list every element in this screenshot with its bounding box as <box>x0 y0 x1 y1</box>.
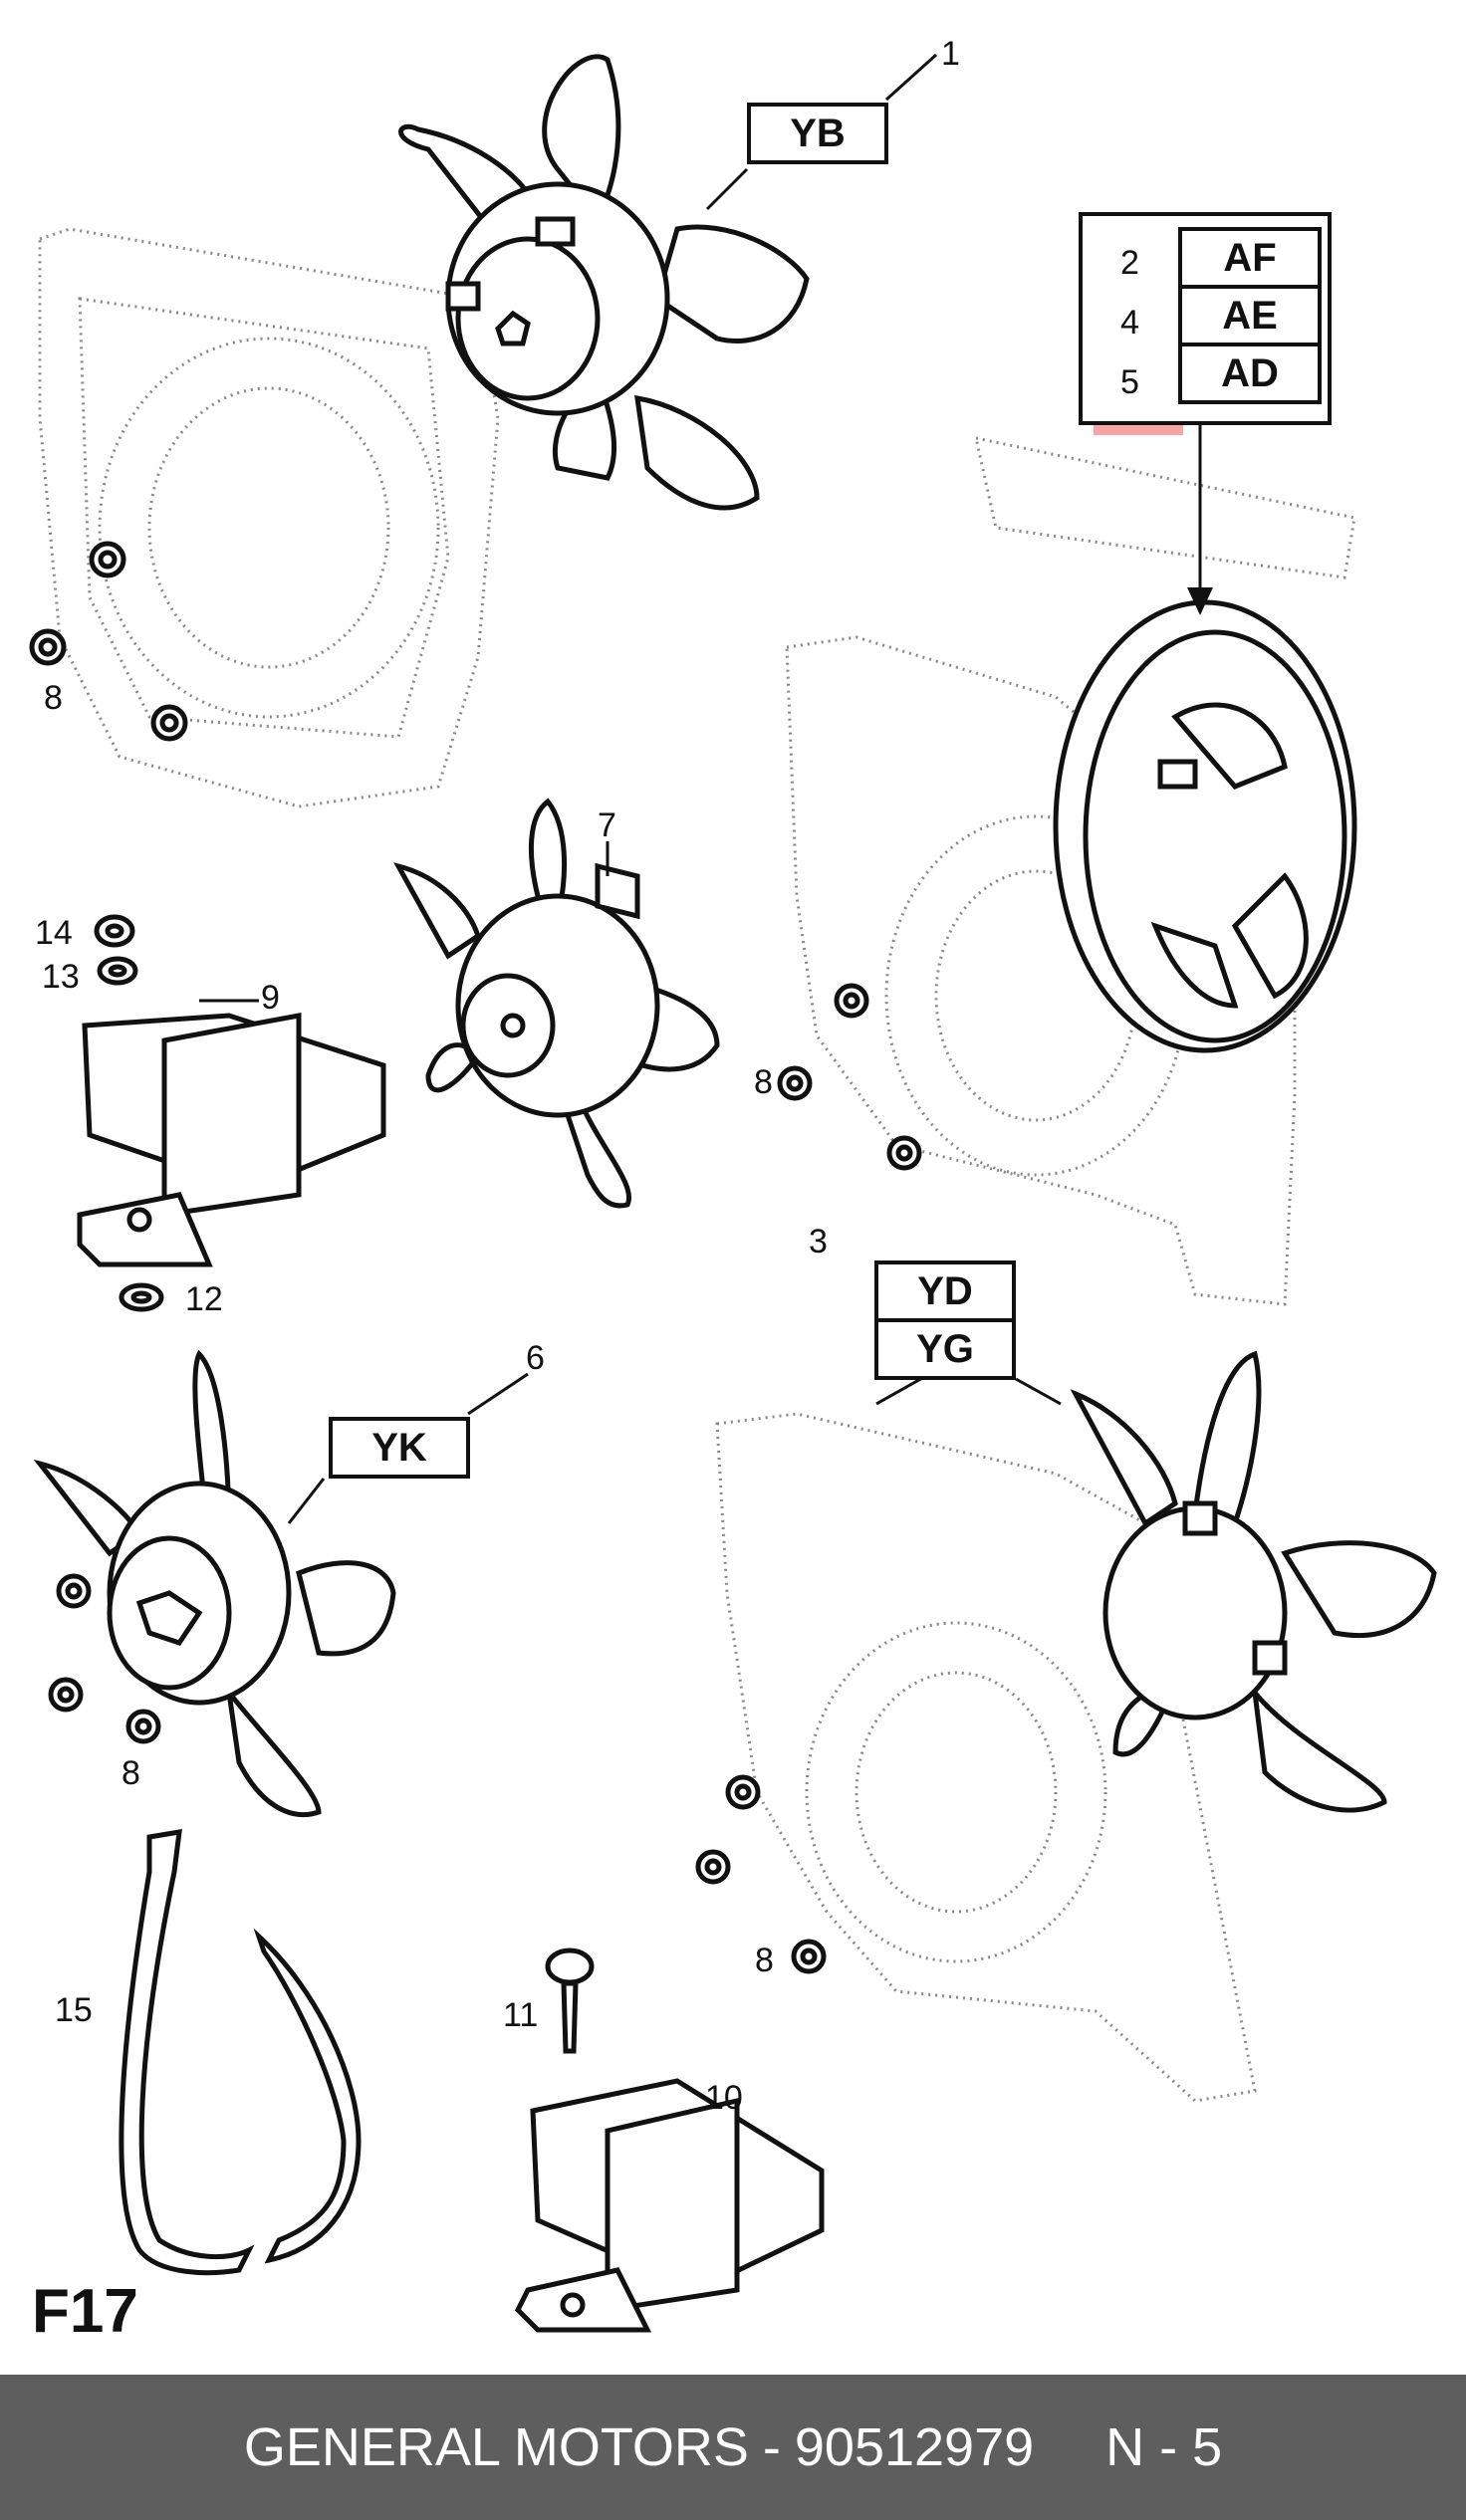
code-ae: AE <box>1222 294 1278 338</box>
callout-1: 1 <box>941 35 960 73</box>
callout-8b: 8 <box>754 1063 773 1101</box>
callout-4: 4 <box>1120 304 1139 342</box>
callout-3: 3 <box>809 1223 828 1260</box>
callout-7: 7 <box>598 806 616 844</box>
code-yd: YD <box>917 1269 973 1313</box>
code-yk: YK <box>371 1426 427 1470</box>
washer-12 <box>119 1282 164 1312</box>
footer-part-number: 90512979 <box>794 2417 1035 2477</box>
code-box-yd-yg: YD YG <box>874 1260 1016 1380</box>
callout-2: 2 <box>1120 244 1139 282</box>
code-box-yb: YB <box>747 103 888 164</box>
callout-10: 10 <box>705 2079 743 2117</box>
callout-5: 5 <box>1120 363 1139 401</box>
footer-bar: GENERAL MOTORS - 90512979 N - 5 <box>0 2375 1466 2520</box>
footer-brand: GENERAL MOTORS <box>243 2417 749 2477</box>
callout-13: 13 <box>42 958 80 996</box>
callout-numbers: 1 2 4 5 8 7 14 13 9 8 3 12 6 8 8 11 15 1… <box>35 35 1139 2117</box>
nut-14 <box>94 914 135 948</box>
callout-12: 12 <box>185 1280 223 1318</box>
callout-15: 15 <box>55 1991 93 2029</box>
cable-tie-15 <box>119 1828 362 2276</box>
callout-8d: 8 <box>755 1942 774 1979</box>
fan-assembly-3 <box>1070 1350 1437 1813</box>
callout-8c: 8 <box>122 1754 140 1792</box>
callout-9: 9 <box>261 979 280 1017</box>
fan-assembly-6 <box>33 1349 396 1818</box>
nut-group <box>29 541 922 1974</box>
arrow-head <box>1187 587 1213 615</box>
code-yb: YB <box>790 112 846 155</box>
fan-assembly-1 <box>398 54 810 511</box>
callout-8a: 8 <box>44 679 63 717</box>
shroud-outline-right-lower <box>715 1412 1257 2103</box>
exploded-parts-diagram: YB AF AE AD YD YG YK 1 2 4 5 8 7 14 13 9… <box>29 35 1437 2346</box>
shroud-outline-top-left <box>38 227 500 808</box>
fan-assembly-2 <box>1053 599 1357 1053</box>
fan-assembly-7 <box>393 798 720 1209</box>
callout-11: 11 <box>503 1996 538 2034</box>
code-ad: AD <box>1221 351 1279 395</box>
callout-14: 14 <box>35 914 73 952</box>
footer-page-ref: N - 5 <box>1105 2417 1223 2477</box>
resistor-9 <box>77 1012 386 1267</box>
footer-separator: - <box>762 2417 781 2477</box>
washer-13 <box>97 956 138 986</box>
callout-6: 6 <box>526 1339 545 1377</box>
screw-11 <box>545 1947 595 2054</box>
code-box-yk: YK <box>329 1417 470 1479</box>
code-yg: YG <box>916 1327 974 1371</box>
code-af: AF <box>1223 236 1276 280</box>
code-table-af-ae-ad: AF AE AD <box>1079 212 1332 425</box>
resistor-10 <box>514 2078 825 2333</box>
figure-label: F17 <box>32 2277 138 2346</box>
